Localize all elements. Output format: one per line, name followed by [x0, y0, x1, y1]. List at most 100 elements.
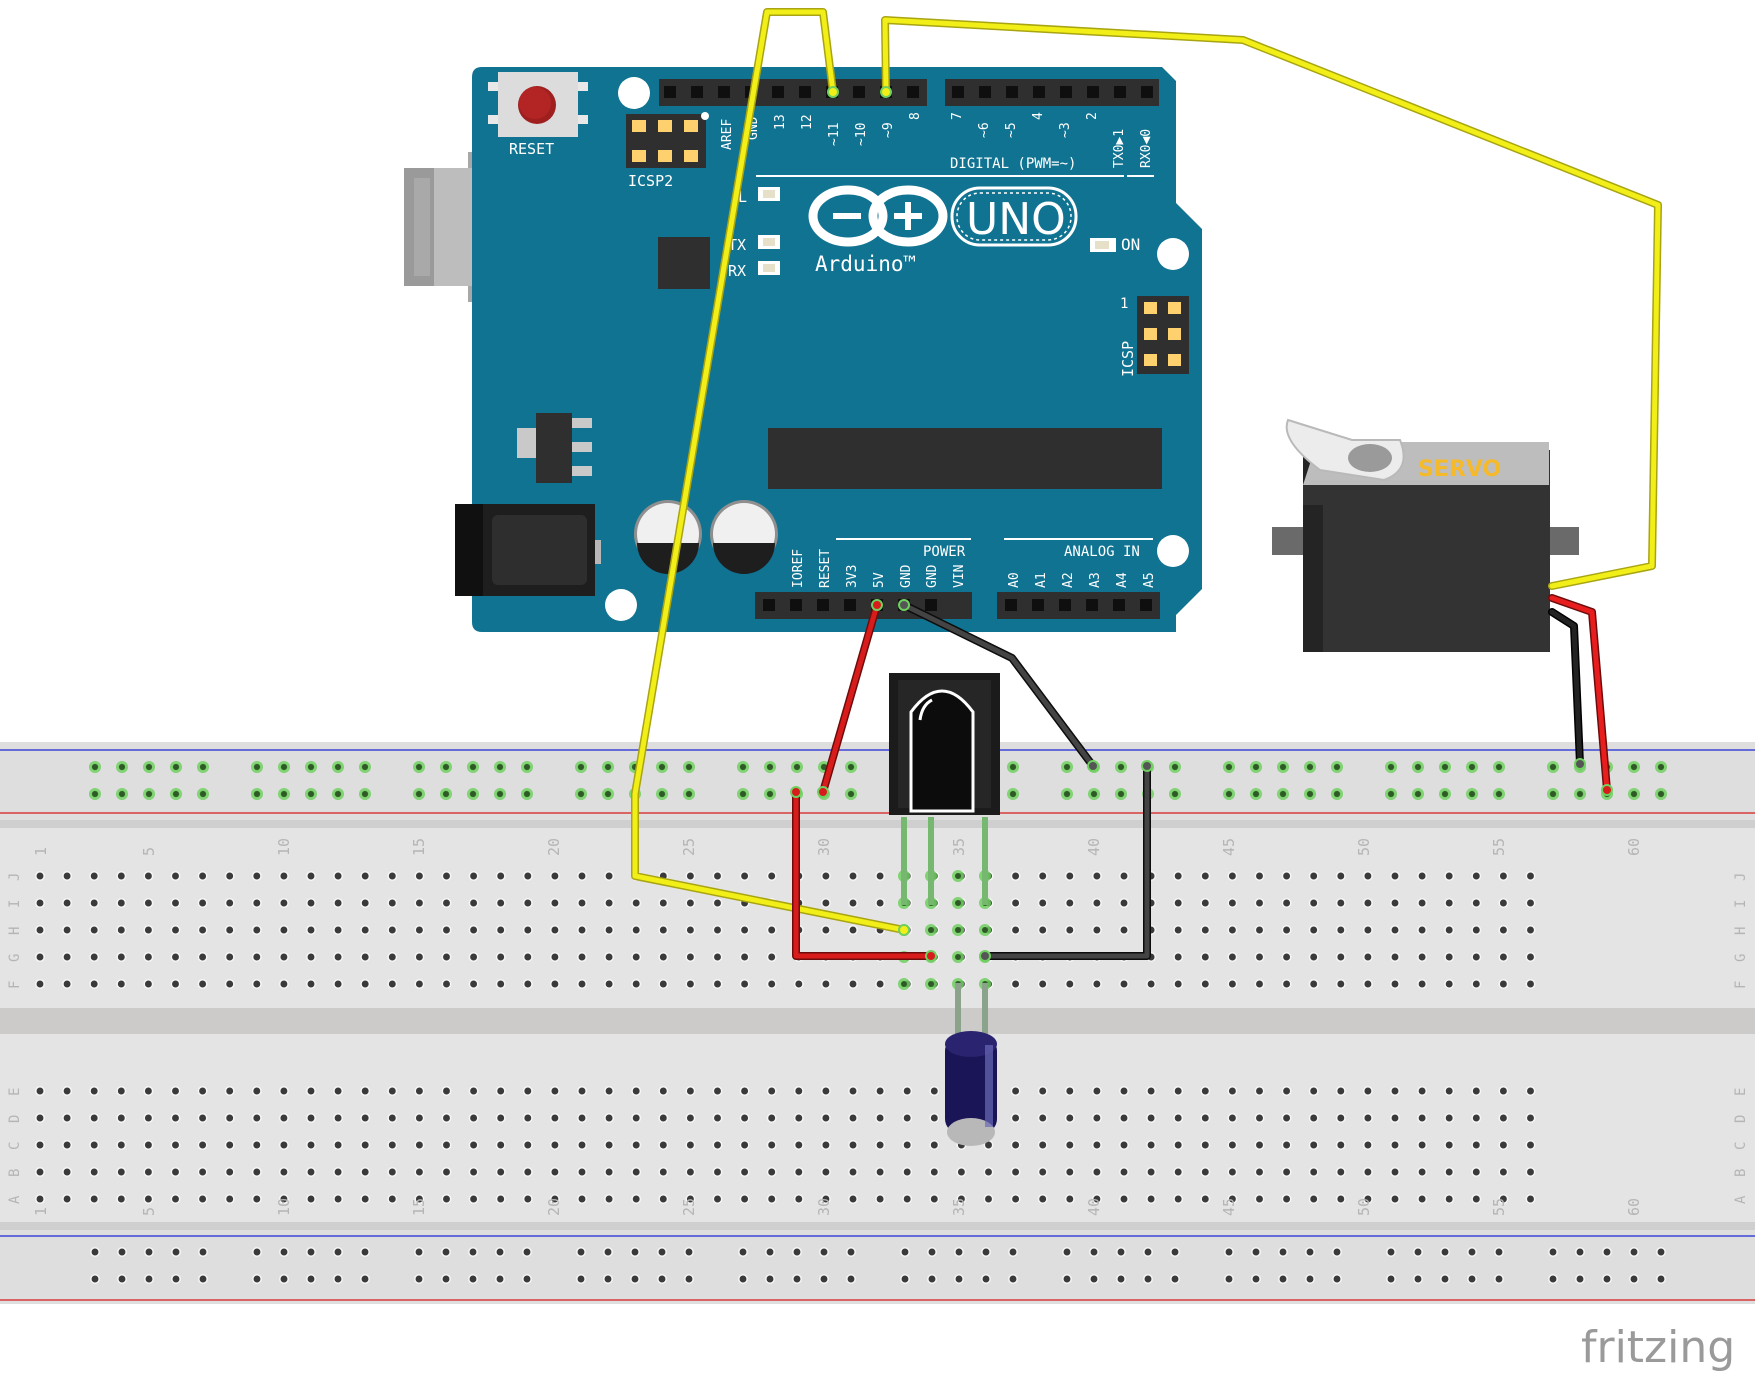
- breadboard-hole: [1254, 979, 1265, 989]
- breadboard-hole: [1308, 898, 1319, 908]
- breadboard-hole: [604, 925, 615, 935]
- breadboard-hole: [820, 1194, 831, 1204]
- breadboard-hole: [739, 1086, 750, 1096]
- row-letter: F: [7, 981, 23, 989]
- rail-hole: [981, 1274, 991, 1284]
- breadboard-hole: [387, 979, 398, 989]
- reset-button[interactable]: [488, 72, 588, 137]
- breadboard-hole: [62, 871, 73, 881]
- breadboard-hole: [848, 898, 858, 908]
- breadboard-hole: [739, 952, 750, 962]
- breadboard-hole: [306, 1086, 316, 1096]
- breadboard-hole: [848, 979, 858, 989]
- breadboard-hole: [170, 871, 181, 881]
- rail-hole: [684, 1274, 694, 1284]
- rail-hole: [1089, 1274, 1099, 1284]
- breadboard-hole: [495, 979, 506, 989]
- breadboard-hole: [604, 898, 615, 908]
- rail-hole: [1251, 1247, 1261, 1257]
- breadboard-hole: [387, 898, 398, 908]
- rail-hole: [90, 1274, 100, 1284]
- breadboard-hole: [848, 871, 858, 881]
- column-numbers-top: 1 5 10 15 20 25 30 35 40 45 50 55 60: [32, 838, 1643, 856]
- column-number: 50: [1355, 838, 1373, 856]
- breadboard-hole: [360, 871, 371, 881]
- breadboard-hole: [414, 1194, 425, 1204]
- breadboard-hole: [1498, 979, 1509, 989]
- breadboard-hole: [1417, 979, 1428, 989]
- breadboard-hole: [62, 1194, 73, 1204]
- breadboard-hole: [1064, 1140, 1075, 1150]
- breadboard-hole: [441, 1194, 452, 1204]
- breadboard-hole: [739, 1167, 750, 1177]
- rail-hole: [441, 1274, 451, 1284]
- breadboard-hole: [549, 898, 560, 908]
- breadboard-hole: [170, 1167, 181, 1177]
- breadboard-hole: [251, 1167, 262, 1177]
- breadboard-hole: [224, 952, 235, 962]
- breadboard-hole: [658, 1194, 669, 1204]
- mounting-hole: [605, 589, 637, 621]
- row-letter: E: [1733, 1088, 1749, 1096]
- breadboard-hole: [1200, 1140, 1211, 1150]
- pin-label: GND: [925, 564, 940, 588]
- column-number: 15: [410, 1198, 428, 1216]
- breadboard-hole: [1281, 1113, 1292, 1123]
- breadboard-hole: [1119, 1167, 1129, 1177]
- breadboard-hole: [739, 1194, 750, 1204]
- breadboard-hole: [35, 1167, 45, 1177]
- breadboard-hole: [495, 1140, 506, 1150]
- rail-hole: [495, 1247, 505, 1257]
- breadboard-hole: [468, 1086, 479, 1096]
- rail-hole: [792, 1274, 802, 1284]
- rail-hole: [198, 1274, 208, 1284]
- breadboard-hole: [1390, 1086, 1400, 1096]
- rail-hole: [738, 1247, 748, 1257]
- breadboard-hole: [1362, 871, 1373, 881]
- rail-hole: [1413, 1274, 1423, 1284]
- rail-hole: [495, 1274, 505, 1284]
- breadboard-hole: [35, 1113, 45, 1123]
- pin-label: ~11: [827, 123, 842, 146]
- pin-label: 12: [800, 114, 815, 130]
- breadboard-hole: [441, 979, 452, 989]
- breadboard-hole: [1498, 1167, 1509, 1177]
- breadboard-hole: [875, 1194, 886, 1204]
- breadboard-hole: [1200, 925, 1211, 935]
- header-pin: [1032, 599, 1044, 611]
- breadboard-hole: [549, 1194, 560, 1204]
- breadboard-hole: [35, 898, 45, 908]
- rail-hole: [1386, 1247, 1396, 1257]
- breadboard-hole: [143, 1140, 154, 1150]
- breadboard-hole: [658, 979, 669, 989]
- row-letter: C: [7, 1142, 23, 1150]
- breadboard-hole: [1308, 925, 1319, 935]
- breadboard-hole: [306, 1113, 316, 1123]
- breadboard-hole: [170, 898, 181, 908]
- row-letter: I: [7, 900, 23, 908]
- breadboard-hole: [1146, 1167, 1157, 1177]
- breadboard-hole: [1173, 1167, 1184, 1177]
- breadboard-hole: [820, 898, 831, 908]
- rail-hole: [630, 1247, 640, 1257]
- breadboard-hole: [306, 898, 316, 908]
- breadboard-hole: [1091, 979, 1102, 989]
- breadboard-hole: [278, 1167, 289, 1177]
- rail-hole: [171, 1247, 181, 1257]
- breadboard-hole: [685, 952, 696, 962]
- breadboard-hole: [441, 1140, 452, 1150]
- breadboard-hole: [631, 952, 642, 962]
- header-pin: [691, 86, 703, 98]
- pin-label: ~3: [1058, 122, 1073, 138]
- breadboard-hole: [468, 925, 479, 935]
- breadboard-hole: [62, 979, 73, 989]
- rail-hole: [468, 1274, 478, 1284]
- breadboard-hole: [116, 925, 127, 935]
- breadboard-hole: [902, 1113, 913, 1123]
- pin-label: 3V3: [845, 565, 860, 588]
- breadboard-hole: [1308, 1140, 1319, 1150]
- rail-hole: [1278, 1247, 1288, 1257]
- breadboard-hole: [1064, 979, 1075, 989]
- breadboard-hole: [1254, 1140, 1265, 1150]
- rail-hole: [1278, 1274, 1288, 1284]
